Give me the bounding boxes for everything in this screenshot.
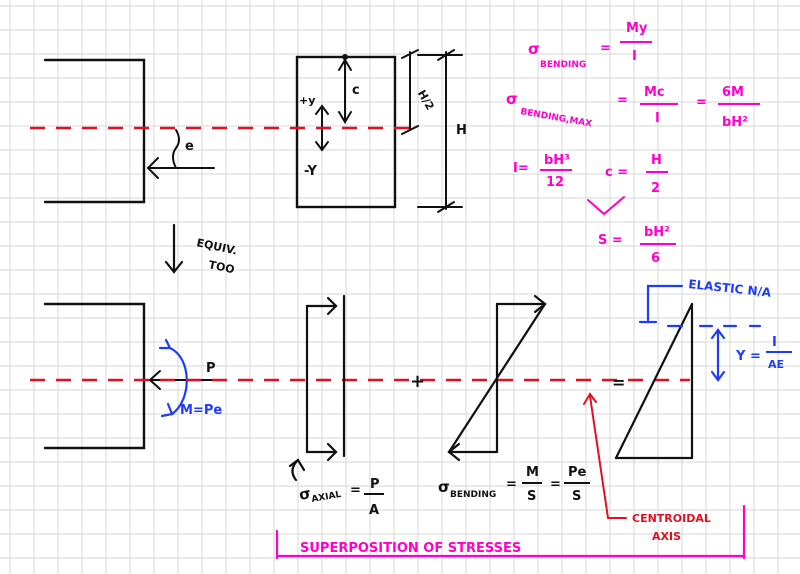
moment-label: M=Pe [180,403,222,418]
svg-text:P: P [370,477,380,492]
axial-stress-block [288,294,346,482]
svg-text:σ: σ [438,478,450,496]
svg-text:I: I [632,49,637,64]
svg-text:bH³: bH³ [544,153,570,168]
svg-text:=: = [696,95,707,110]
centroidal-axis-label-2: AXIS [652,530,681,543]
equals-sign: = [612,373,625,392]
page-title: SUPERPOSITION OF STRESSES [300,541,521,556]
centroidal-axis-label-1: CENTROIDAL [632,512,711,525]
check-mark [587,196,625,216]
plus-y-label: +y [299,94,315,107]
section-modulus-formula: S = bH² 6 [598,225,676,266]
load-arrow-p [148,370,215,390]
bending-max-formula: σ BENDING,MAX = Mc I = 6M bH² [506,85,760,130]
svg-text:σ: σ [528,40,540,58]
c-label: c [352,83,360,98]
svg-text:=: = [350,483,361,498]
equivalent-arrow [164,223,184,274]
svg-text:=: = [617,93,628,108]
svg-text:BENDING: BENDING [450,490,496,500]
equivalent-section [43,302,146,450]
svg-text:σ: σ [506,90,518,108]
svg-text:AXIAL: AXIAL [311,490,342,505]
title-bracket [275,504,746,560]
c-value-formula: c = H 2 [605,153,668,196]
bending-formula: σ BENDING = My I [528,21,652,70]
svg-text:S =: S = [598,233,623,248]
svg-text:A: A [369,503,379,518]
equiv-label-line2: TOO [207,258,235,276]
svg-text:2: 2 [651,181,660,196]
elastic-na-annotation [638,284,762,382]
inertia-formula: I= bH³ 12 [513,153,572,190]
svg-text:σ: σ [298,484,313,504]
svg-text:c =: c = [605,165,628,180]
bending-stress-formula: σ BENDING = M S = Pe S [438,465,590,504]
plus-sign: + [410,371,425,392]
y-formula: Y = I AE [735,335,792,371]
svg-text:Y =: Y = [735,349,761,364]
resultant-stress-diagram [614,302,694,460]
svg-text:12: 12 [546,175,564,190]
svg-text:bH²: bH² [722,115,748,130]
axial-formula: σ AXIAL = P A [298,477,384,518]
svg-text:6M: 6M [722,85,744,100]
svg-text:S: S [527,489,536,504]
p-label: P [206,361,216,376]
svg-text:BENDING: BENDING [540,60,586,70]
svg-text:Mc: Mc [644,85,665,100]
svg-text:=: = [600,41,611,56]
y-dimension-lines [315,49,463,213]
h-label: H [456,123,467,138]
load-arrow-e [146,129,215,179]
bending-stress-diagram [447,294,547,462]
svg-text:Pe: Pe [568,465,587,480]
svg-text:I: I [655,111,660,126]
centroidal-axis-pointer [583,392,627,519]
svg-text:I=: I= [513,161,529,176]
svg-text:bH²: bH² [644,225,670,240]
svg-text:H: H [651,153,662,168]
svg-text:My: My [626,21,648,36]
e-label: e [185,139,194,154]
svg-text:I: I [772,335,777,350]
minus-y-label: -Y [304,164,317,179]
svg-text:=: = [550,477,561,492]
svg-text:AE: AE [768,358,784,371]
svg-text:6: 6 [651,251,660,266]
svg-text:M: M [526,465,539,480]
eccentric-section [43,58,146,204]
svg-text:=: = [506,477,517,492]
svg-text:S: S [572,489,581,504]
